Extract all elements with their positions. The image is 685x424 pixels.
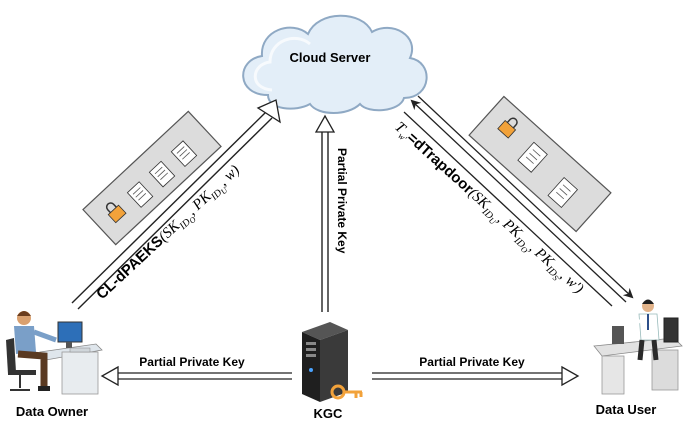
- kgc-to-owner-arrow: [100, 365, 292, 387]
- formula-sub: U: [219, 185, 230, 196]
- kgc-node: KGC: [302, 322, 363, 421]
- data-owner-label: Data Owner: [16, 404, 88, 419]
- cloud-server-node: Cloud Server: [242, 14, 428, 114]
- person-at-desk-icon: [6, 311, 103, 395]
- document-icon: [126, 181, 154, 208]
- algo-name: CL-dPAEKS: [93, 233, 167, 303]
- formula-sub: O: [519, 245, 529, 256]
- data-user-node: Data User: [593, 299, 683, 417]
- formula-sub: O: [187, 215, 198, 226]
- kgc-label: KGC: [314, 406, 344, 421]
- data-user-label: Data User: [596, 402, 657, 417]
- formula-sub: U: [487, 216, 498, 227]
- cloud-icon: [242, 14, 428, 114]
- padlock-icon: [105, 202, 127, 224]
- key-icon: [330, 384, 363, 400]
- document-icon: [547, 177, 579, 209]
- kgc-to-user-label: Partial Private Key: [419, 355, 525, 369]
- algo-name: dTrapdoor: [410, 135, 477, 197]
- kgc-to-owner-label: Partial Private Key: [139, 355, 245, 369]
- ciphertext-panel: [82, 110, 222, 246]
- kgc-to-user-arrow: [372, 365, 580, 387]
- document-icon: [517, 141, 548, 173]
- formula-tail: , w'): [557, 268, 587, 297]
- data-owner-node: Data Owner: [6, 311, 103, 419]
- cloud-server-label: Cloud Server: [290, 50, 371, 65]
- padlock-icon: [497, 117, 518, 139]
- server-tower-icon: [302, 322, 348, 402]
- document-icon: [170, 140, 198, 167]
- user-to-cloud-arrows: [403, 95, 634, 307]
- document-icon: [148, 160, 176, 188]
- formula-tail: , w): [216, 162, 243, 189]
- kgc-to-cloud-label: Partial Private Key: [335, 148, 349, 254]
- person-at-desk-icon: [593, 299, 683, 395]
- kgc-to-cloud-arrow: [314, 114, 336, 312]
- trapdoor-panel: [468, 95, 612, 233]
- formula-sub: S: [551, 273, 560, 282]
- owner-to-cloud-arrow: [71, 99, 281, 310]
